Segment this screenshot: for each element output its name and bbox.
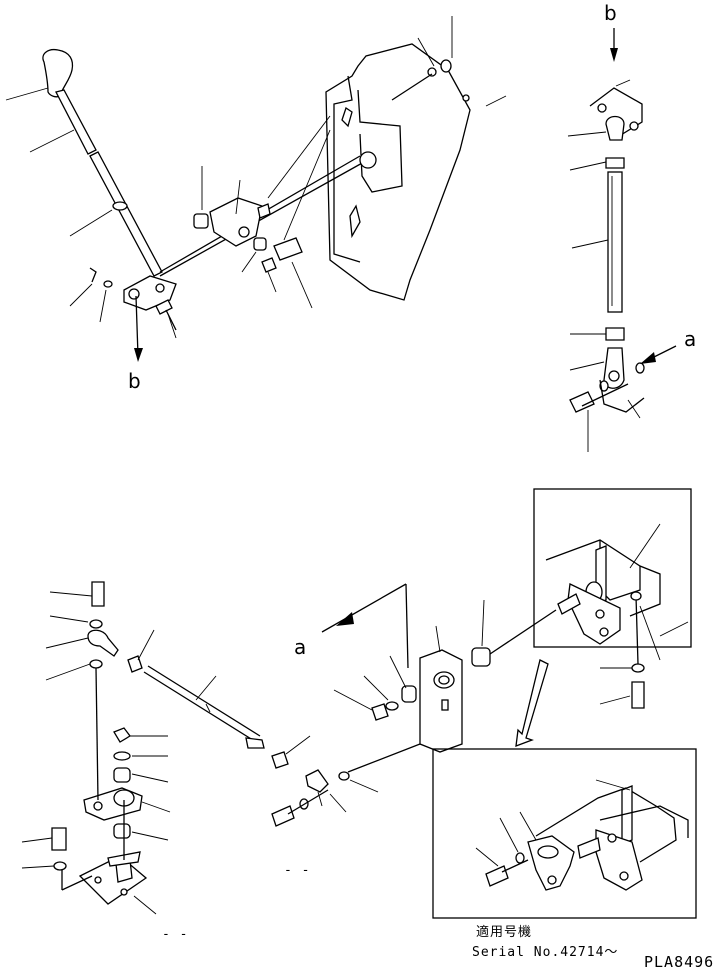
- hollow-arrow-icon: [515, 659, 549, 747]
- washer-2: [89, 659, 103, 669]
- nut-1: [127, 655, 143, 673]
- bolt-5: [485, 865, 509, 887]
- bushing-3: [113, 767, 131, 783]
- lever-rod: [89, 151, 163, 277]
- washer-1: [89, 619, 103, 629]
- serial-note: Serial No.42714～: [472, 945, 618, 960]
- nut-3: [113, 727, 131, 743]
- rod-end-2: [305, 769, 329, 793]
- nut-4: [371, 703, 389, 721]
- washer-3: [113, 751, 131, 761]
- bolt-1: [91, 581, 105, 607]
- lever-grip-tube: [55, 89, 97, 155]
- bushing-6: [471, 647, 491, 667]
- yoke-parts: [193, 166, 313, 309]
- detail-frame-lower: [432, 748, 697, 919]
- view-label-b-top: b: [604, 1, 617, 25]
- key: [261, 257, 277, 273]
- rod-end-1: [87, 629, 119, 657]
- washer-8: [515, 852, 525, 864]
- bolt-2: [51, 827, 67, 851]
- detail-box-lower: [432, 748, 697, 919]
- nut-bottom: [605, 327, 625, 341]
- view-b-rod-assembly: b a: [567, 1, 696, 452]
- washer-5: [385, 701, 399, 711]
- arrow-down-icon: [134, 348, 143, 362]
- mount-bracket: [419, 649, 463, 753]
- adjust-rod: [607, 171, 623, 313]
- blank-ref-1: - -: [162, 927, 188, 942]
- lever-knob: [42, 48, 74, 98]
- arrow-down-icon: [610, 48, 618, 62]
- washer-4: [53, 861, 67, 871]
- blank-ref-2: - -: [284, 863, 310, 878]
- console-plate: [267, 16, 507, 301]
- view-label-a-right: a: [684, 327, 696, 351]
- rod-end-top: [605, 115, 625, 141]
- arrow-right-icon: [336, 612, 354, 626]
- washer: [103, 280, 113, 288]
- cotter-pin: [89, 267, 97, 283]
- rod-thread: [245, 737, 265, 749]
- detail-box-upper: [515, 488, 692, 747]
- pivot-bracket: [83, 787, 143, 821]
- bushing: [193, 213, 209, 229]
- center-bracket-assembly: a - - - -: [162, 583, 557, 942]
- detail-bracket: [595, 829, 643, 891]
- bushing-4: [113, 823, 131, 839]
- view-label-b-lower: b: [128, 369, 141, 393]
- drawing-code: PLA8496: [644, 953, 714, 970]
- bushing-2: [253, 237, 267, 251]
- o-ring: [440, 59, 452, 73]
- control-lever-assembly: b: [5, 48, 177, 393]
- console-boss: [359, 151, 377, 169]
- lower-linkage-assembly: [21, 581, 311, 915]
- nut-top: [605, 157, 625, 169]
- arrow-left-icon: [640, 352, 656, 364]
- bolt-b: [569, 391, 595, 413]
- detail-frame-upper: [533, 488, 692, 648]
- lever-collar: [112, 201, 128, 211]
- washer-7: [631, 663, 645, 673]
- applicable-model-label: 適用号機: [476, 924, 532, 940]
- bushing-5: [401, 685, 417, 703]
- view-label-a-lower: a: [294, 635, 306, 659]
- pin: [273, 237, 303, 261]
- bolt-3: [271, 805, 295, 827]
- bolt-4: [631, 681, 645, 709]
- lever-bolt: [155, 299, 173, 315]
- nut-2: [271, 751, 289, 769]
